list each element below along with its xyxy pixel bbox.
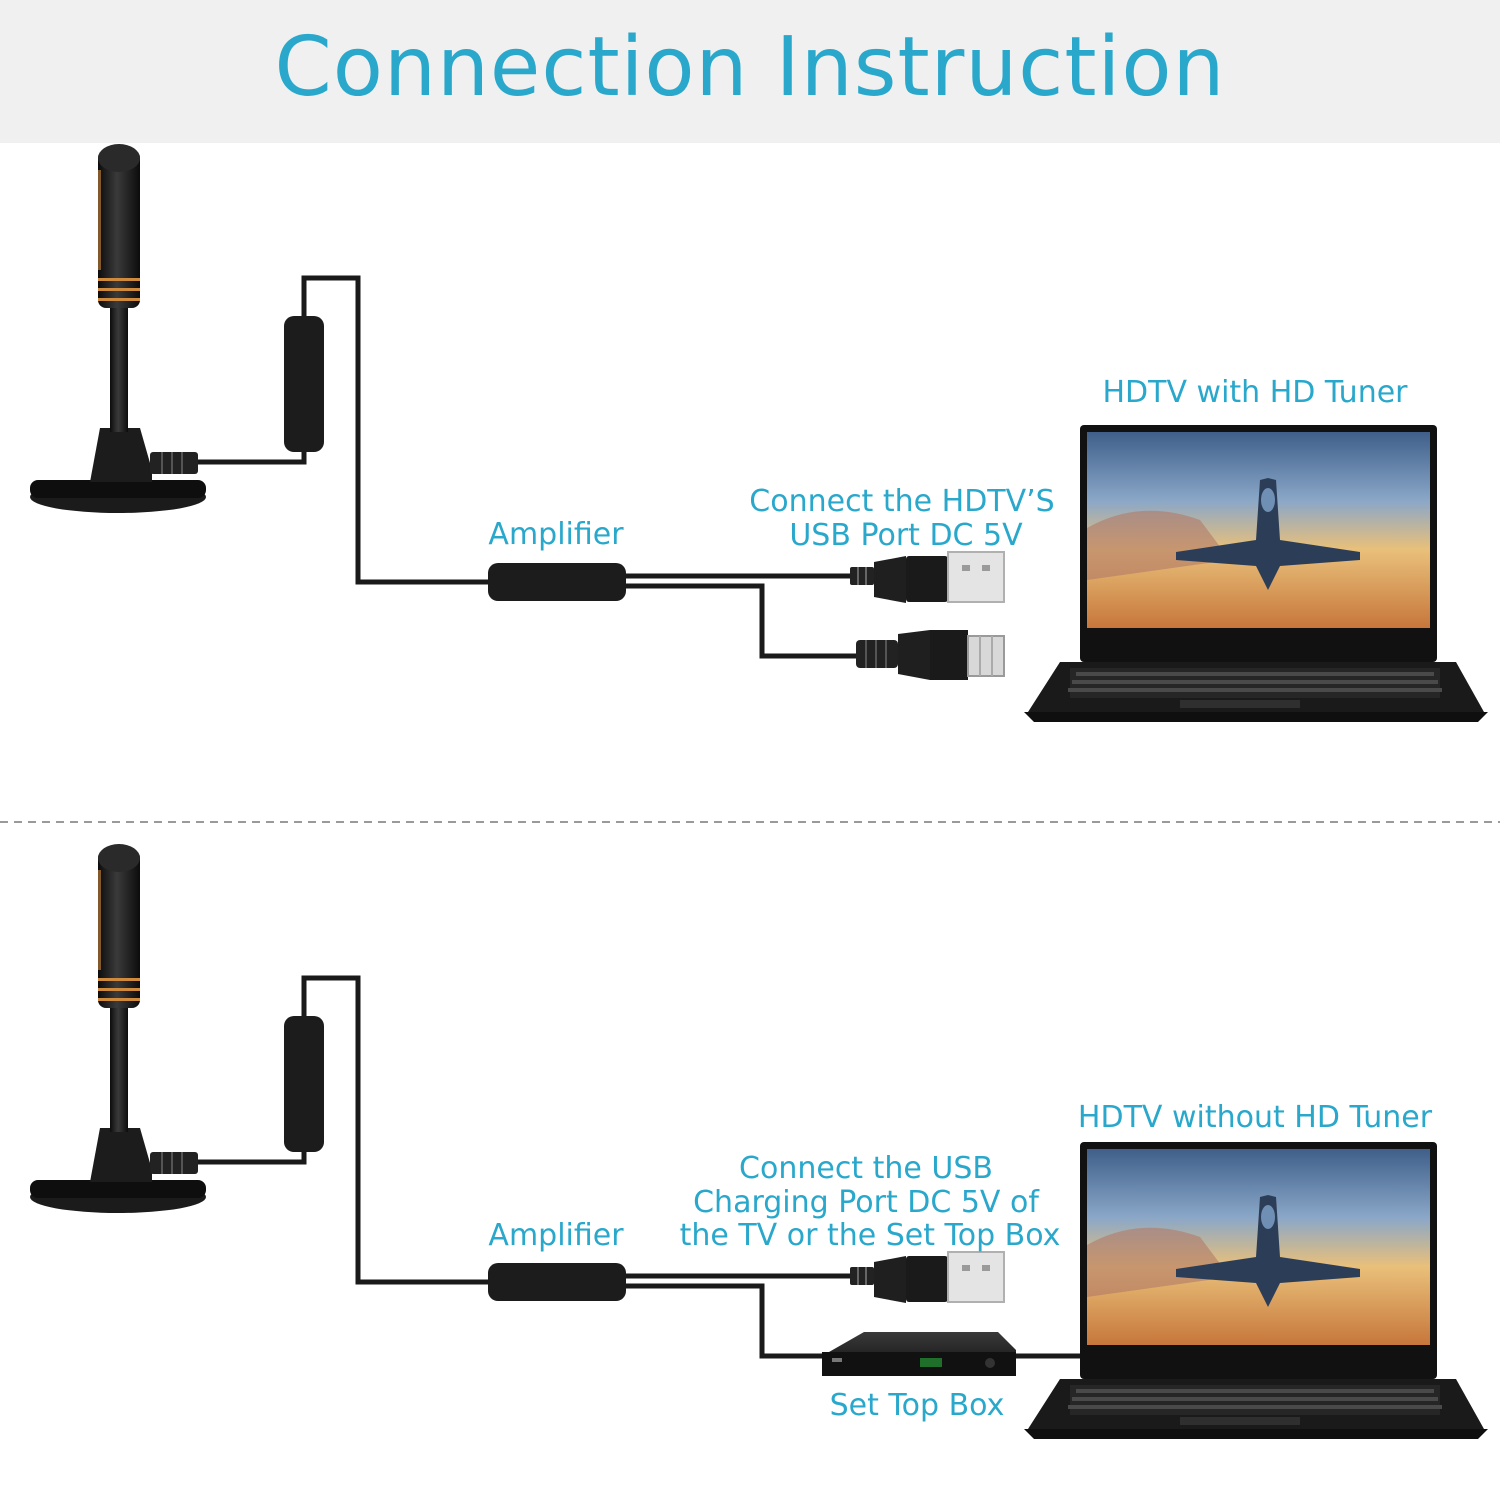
usb-plug-icon	[849, 1251, 1005, 1304]
amplifier-label: Amplifier	[488, 1218, 624, 1253]
usb-plug-icon	[849, 551, 1005, 604]
inline-amplifier-icon	[284, 316, 324, 452]
amplifier-icon	[488, 1263, 626, 1301]
header-banner: Connection Instruction	[0, 0, 1500, 143]
laptop-tv-icon	[1024, 425, 1488, 722]
inline-amplifier-icon	[284, 1016, 324, 1152]
usb-label-line2: USB Port DC 5V	[789, 518, 1023, 553]
usb-label-line2: Charging Port DC 5V of	[693, 1185, 1040, 1220]
usb-label-line1: Connect the HDTV’S	[749, 484, 1054, 519]
amplifier-icon	[488, 563, 626, 601]
laptop-tv-icon	[1024, 1142, 1488, 1439]
set-top-box-icon	[822, 1332, 1016, 1376]
amplifier-label: Amplifier	[488, 517, 624, 552]
bottom-panel: HDTV without HD Tuner Amplifier Connect …	[29, 843, 1488, 1439]
set-top-box-label: Set Top Box	[830, 1388, 1005, 1423]
usb-label-line1: Connect the USB	[739, 1151, 993, 1186]
tv-label: HDTV with HD Tuner	[1102, 375, 1408, 410]
antenna-icon	[29, 143, 207, 514]
coax-plug-icon	[855, 629, 1005, 681]
usb-label-line3: the TV or the Set Top Box	[680, 1218, 1061, 1253]
coax-cable	[626, 1283, 822, 1359]
top-panel: HDTV with HD Tuner Amplifier Connect the…	[29, 143, 1488, 722]
page-title: Connection Instruction	[274, 20, 1226, 115]
tv-label: HDTV without HD Tuner	[1078, 1100, 1433, 1135]
coax-cable	[626, 583, 856, 659]
antenna-cable	[198, 275, 488, 585]
antenna-cable	[198, 975, 488, 1285]
antenna-icon	[29, 843, 207, 1214]
